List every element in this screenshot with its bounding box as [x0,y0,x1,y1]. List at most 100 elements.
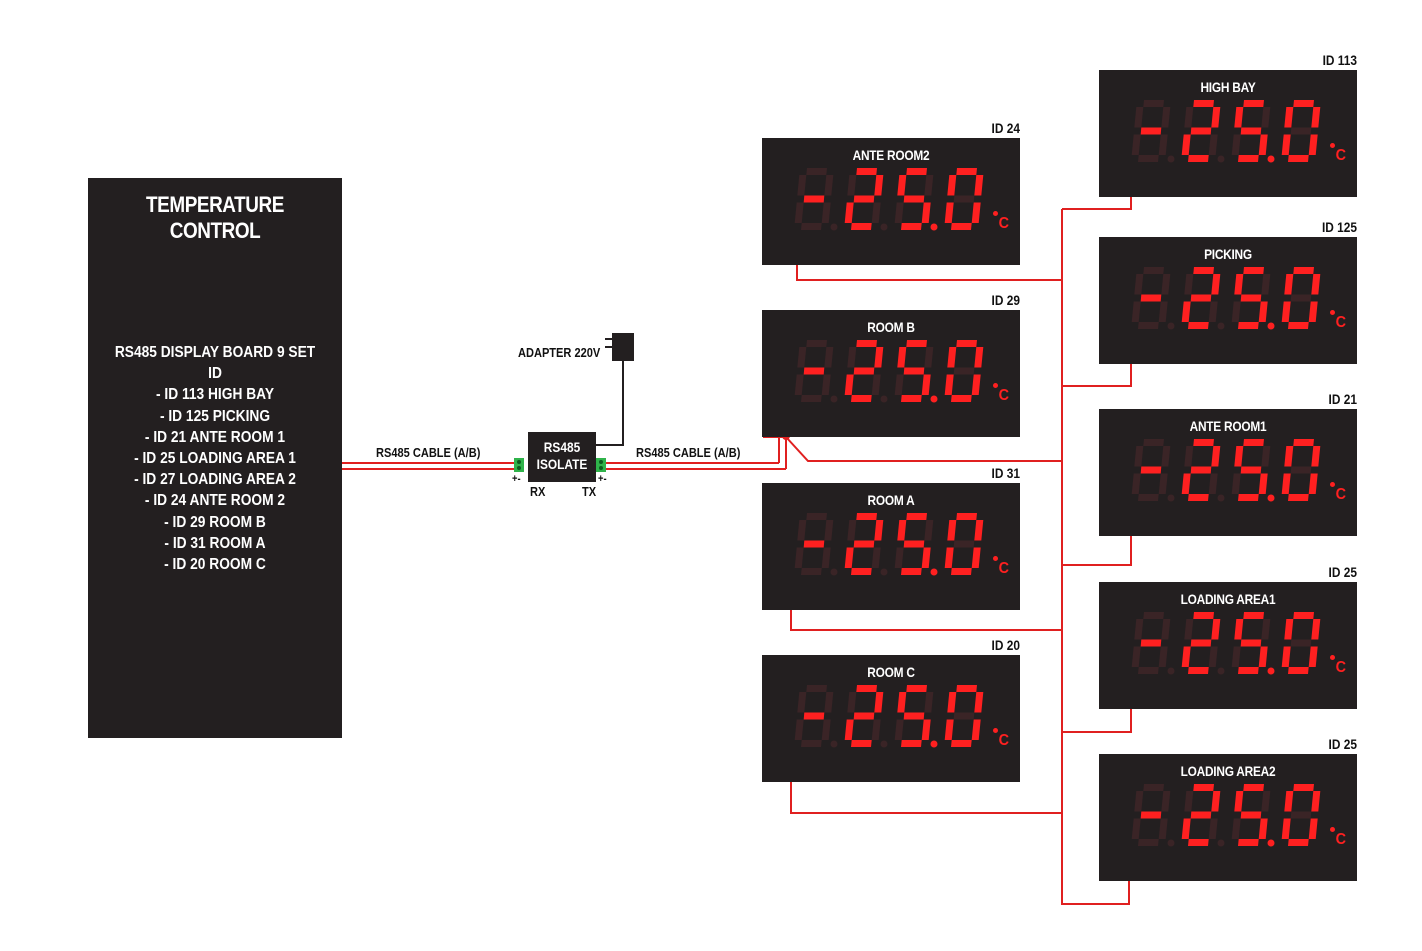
segment [1231,818,1241,839]
segment [871,202,881,223]
power-adapter-icon [612,333,634,361]
segment [1311,274,1321,295]
decimal-point [1217,322,1225,330]
segment [1240,811,1262,819]
decimal-point [930,395,938,403]
segment [953,367,975,375]
segment [1240,639,1262,647]
segment [1188,839,1209,846]
segment [921,374,931,395]
segment [953,712,975,720]
segment [1284,791,1294,812]
adapter-lead [596,361,624,446]
segment [1138,494,1159,501]
segment [1181,134,1191,155]
segment [947,692,957,713]
segment [847,175,857,196]
segment [1261,107,1271,128]
display-room-label: LOADING AREA1 [1180,591,1276,607]
segment [1234,619,1244,640]
segment [947,175,957,196]
segment [1158,818,1168,839]
segment [821,374,831,395]
display-room-label: ANTE ROOM2 [852,147,930,163]
segment [897,175,907,196]
seven-segment-readout [794,513,984,576]
segment [903,540,925,548]
degree-symbol-icon [993,556,998,561]
segment [1231,646,1241,667]
decimal-point [830,223,838,231]
segment [901,223,922,230]
segment [1208,134,1218,155]
segment [806,685,827,692]
segment [1258,818,1268,839]
wire-room-c [790,781,1062,814]
segment [1288,155,1309,162]
seven-segment-readout [794,340,984,403]
segment [1211,107,1221,128]
segment [971,202,981,223]
segment [894,374,904,395]
segment [894,719,904,740]
seven-segment-readout [1131,100,1321,163]
segment [1308,818,1318,839]
segment [974,175,984,196]
segment [1243,612,1264,619]
display-unit: C [1336,486,1347,503]
segment [851,568,872,575]
degree-symbol-icon [1330,482,1335,487]
segment [803,712,825,720]
segment [1193,100,1214,107]
adapter-label: ADAPTER 220V [518,345,601,360]
segment [944,719,954,740]
segment [903,195,925,203]
segment [1161,274,1171,295]
segment [1143,612,1164,619]
degree-symbol-icon [1330,655,1335,660]
segment [821,719,831,740]
segment [1308,301,1318,322]
display-id-label: ID 25 [1328,736,1357,752]
segment [944,202,954,223]
segment [971,719,981,740]
segment [874,692,884,713]
segment [971,547,981,568]
tx-polarity: +- [598,473,607,485]
segment [1208,646,1218,667]
segment [1208,473,1218,494]
segment [1138,667,1159,674]
segment [1140,294,1162,302]
segment [801,395,822,402]
segment [924,175,934,196]
segment [1184,619,1194,640]
segment [1258,301,1268,322]
segment [803,367,825,375]
segment [944,374,954,395]
segment [1290,294,1312,302]
segment [821,202,831,223]
controller-line: - ID 25 LOADING AREA 1 [134,450,296,468]
decimal-point [1267,494,1275,502]
segment [1134,619,1144,640]
degree-symbol-icon [993,383,998,388]
degree-symbol-icon [1330,310,1335,315]
segment [1293,267,1314,274]
segment [1261,446,1271,467]
display-id-label: ID 29 [991,292,1020,308]
segment [1243,100,1264,107]
segment [851,740,872,747]
decimal-point [880,568,888,576]
segment [1211,791,1221,812]
segment [897,520,907,541]
segment [1140,811,1162,819]
segment [1240,127,1262,135]
display-unit: C [1336,659,1347,676]
seven-segment-readout [1131,784,1321,847]
segment [801,740,822,747]
rx-polarity: +- [512,473,521,485]
segment [953,195,975,203]
